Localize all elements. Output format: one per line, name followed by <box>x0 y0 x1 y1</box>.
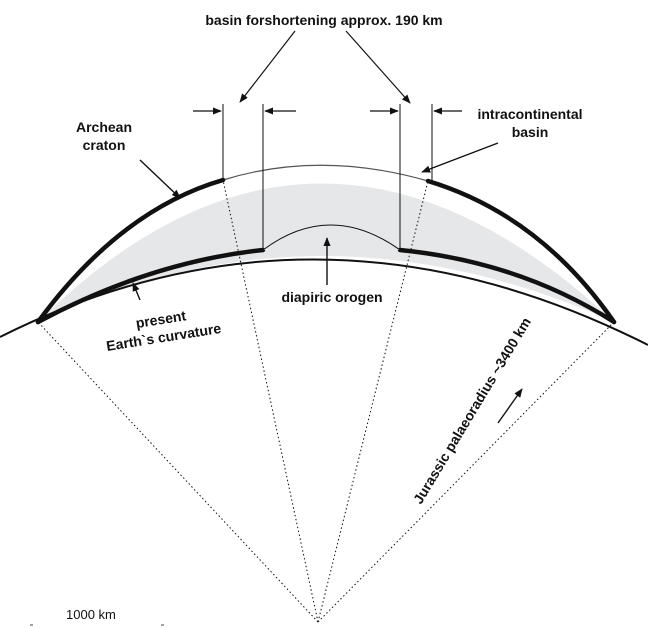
lower-arc-left <box>35 247 266 325</box>
present-label-line1: present <box>135 307 188 331</box>
title-label: basin forshortening approx. 190 km <box>205 12 442 28</box>
palaeo-arc-middle <box>222 164 429 182</box>
craton-label-line1: Archean <box>76 119 132 135</box>
palaeoradius-label: Jurassic palaeoradius ~3400 km <box>410 315 534 507</box>
palaeo-arc-left <box>35 177 226 325</box>
radius-lines <box>37 179 615 623</box>
scale-label: 1000 km <box>66 607 116 622</box>
title-leaders <box>239 30 411 104</box>
orogen-label: diapiric orogen <box>281 289 382 305</box>
craton-label-line2: craton <box>83 137 126 153</box>
orogen-bulge <box>262 224 401 251</box>
basin-label-line1: intracontinental <box>477 106 582 122</box>
label-leaders <box>132 142 523 424</box>
lower-arc-right <box>397 247 617 325</box>
basin-label-line2: basin <box>512 124 549 140</box>
palaeo-arc-right <box>425 178 617 325</box>
crescent-fill <box>38 183 614 322</box>
